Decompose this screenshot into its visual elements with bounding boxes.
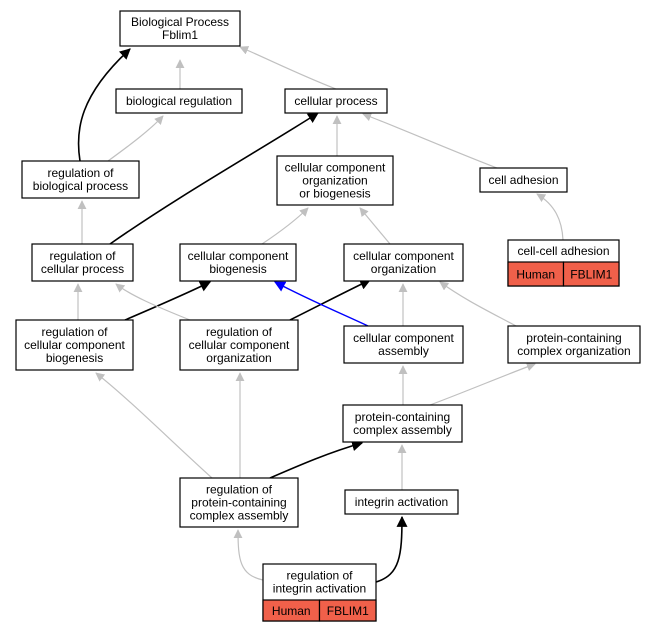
edge-is-a	[536, 193, 564, 241]
node-label: Fblim1	[162, 28, 198, 42]
node-label: biogenesis	[209, 262, 266, 276]
node-box	[479, 167, 568, 193]
node-cell-adhesion[interactable]: cell adhesion	[479, 167, 568, 193]
edge-regulates	[124, 281, 211, 321]
edge-is-a	[115, 283, 191, 321]
node-box	[343, 325, 464, 364]
node-box	[276, 155, 394, 206]
node-label: Biological Process	[131, 15, 229, 29]
edge-is-a	[429, 362, 536, 406]
node-label: complex assembly	[190, 509, 289, 523]
annotation-cell	[562, 261, 620, 287]
node-label: assembly	[378, 344, 429, 358]
annotation-cell	[507, 261, 565, 287]
node-label: or biogenesis	[299, 187, 370, 201]
edge-is-a	[439, 281, 517, 327]
node-cellular-process[interactable]: cellular process	[284, 88, 388, 114]
edge-regulates	[269, 440, 364, 479]
edge-is-a	[359, 207, 391, 245]
node-label: protein-containing	[191, 496, 286, 510]
node-label: cellular process	[41, 262, 124, 276]
node-box	[507, 325, 641, 364]
edge-regulates	[289, 279, 371, 321]
node-label: complex assembly	[353, 423, 452, 437]
node-label: cellular component	[188, 249, 289, 263]
node-label: cellular component	[189, 338, 290, 352]
node-label: biogenesis	[46, 351, 103, 365]
edges-layer	[73, 46, 564, 583]
node-box	[179, 243, 297, 282]
node-label: protein-containing	[526, 331, 621, 345]
node-label: protein-containing	[355, 410, 450, 424]
annotation-species: Human	[516, 268, 555, 282]
node-box	[115, 88, 243, 114]
node-box	[31, 243, 134, 282]
edge-is-a	[261, 207, 309, 245]
edge-part-of	[274, 281, 369, 327]
node-box	[15, 319, 134, 371]
node-label: complex organization	[517, 344, 630, 358]
edge-is-a	[362, 112, 498, 169]
edge-is-a	[239, 46, 337, 90]
node-label: regulation of	[49, 249, 116, 263]
annotation-gene: FBLIM1	[327, 604, 369, 618]
node-label: regulation of	[286, 569, 353, 583]
node-label: cellular component	[353, 249, 454, 263]
node-label: regulation of	[206, 483, 273, 497]
annotation-species: Human	[272, 604, 311, 618]
annotation-cell	[318, 599, 377, 622]
node-label: integrin activation	[273, 582, 366, 596]
edge-is-a	[107, 115, 164, 162]
node-box	[119, 10, 241, 47]
node-biological-regulation[interactable]: biological regulation	[115, 88, 243, 114]
node-label: cellular component	[285, 161, 386, 175]
node-label: biological regulation	[126, 94, 232, 108]
edge-regulates	[109, 112, 319, 245]
node-label: organization	[206, 351, 271, 365]
node-label: cell adhesion	[488, 173, 558, 187]
node-label: cellular component	[353, 331, 454, 345]
node-label: regulation of	[41, 325, 108, 339]
edge-regulates	[77, 48, 131, 162]
node-box	[344, 489, 459, 515]
edge-is-a	[233, 529, 264, 581]
node-label: organization	[371, 262, 436, 276]
node-box	[179, 319, 299, 371]
node-box	[179, 477, 299, 528]
node-box	[21, 160, 140, 199]
node-label: cellular process	[294, 94, 377, 108]
annotation-gene: FBLIM1	[570, 268, 612, 282]
node-label: integrin activation	[355, 495, 448, 509]
edge-is-a	[95, 372, 213, 479]
node-integrin-activation[interactable]: integrin activation	[344, 489, 459, 515]
node-label: regulation of	[47, 166, 114, 180]
node-label: cell-cell adhesion	[517, 244, 609, 258]
node-label: organization	[302, 174, 367, 188]
node-box	[342, 404, 463, 443]
edge-regulates	[375, 515, 408, 583]
node-box	[284, 88, 388, 114]
node-label: cellular component	[24, 338, 125, 352]
node-label: biological process	[33, 179, 128, 193]
node-label: regulation of	[206, 325, 273, 339]
node-box	[343, 243, 464, 282]
